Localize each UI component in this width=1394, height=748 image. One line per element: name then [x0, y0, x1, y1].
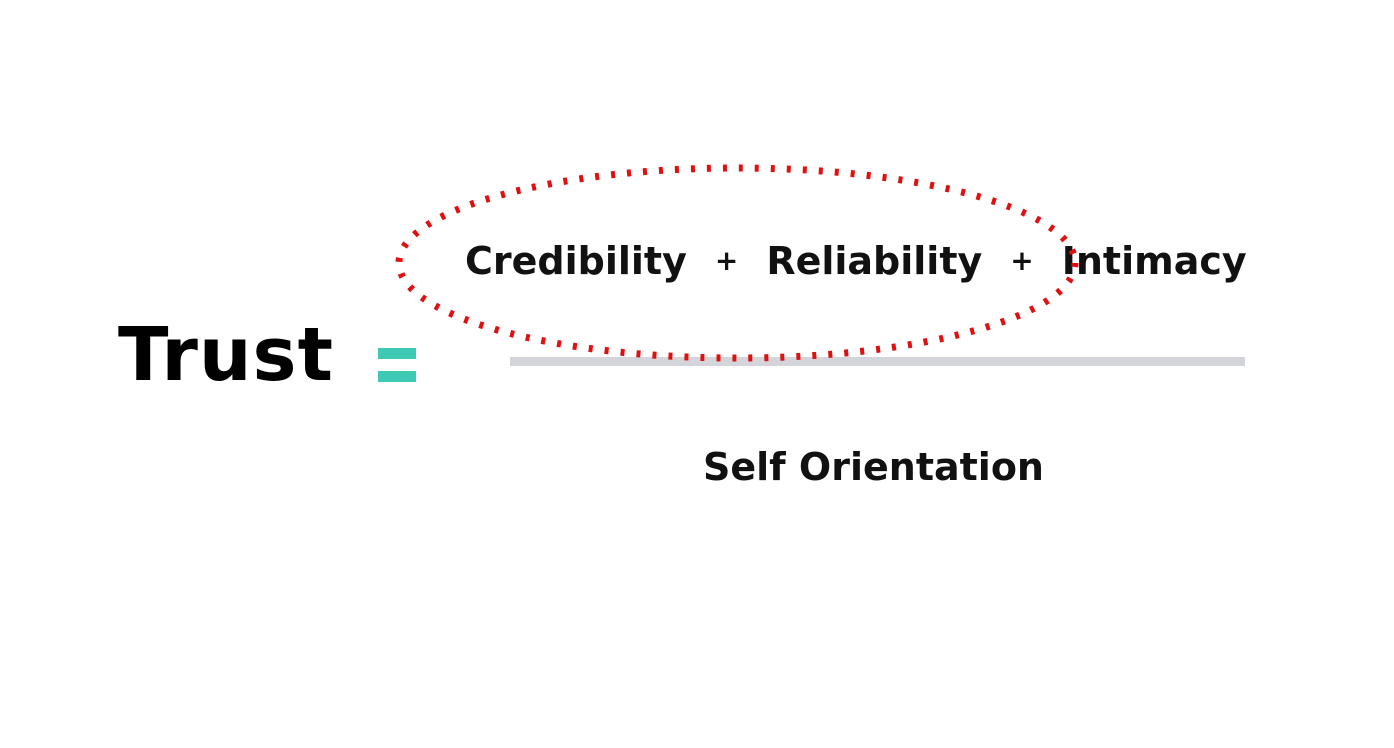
reliability-term: Reliability	[766, 239, 983, 283]
trust-term: Trust	[118, 312, 334, 398]
plus-operator-1: +	[714, 244, 739, 277]
equals-bar-top	[378, 348, 416, 359]
fraction-line	[510, 357, 1245, 366]
plus-operator-2: +	[1010, 244, 1034, 277]
numerator: Credibility + Reliability + Intimacy	[465, 242, 1247, 280]
equals-sign	[378, 348, 416, 384]
equals-bar-bottom	[378, 371, 416, 382]
credibility-term: Credibility	[465, 239, 687, 283]
self-orientation-term: Self Orientation	[703, 445, 1044, 489]
intimacy-term: Intimacy	[1061, 239, 1247, 283]
